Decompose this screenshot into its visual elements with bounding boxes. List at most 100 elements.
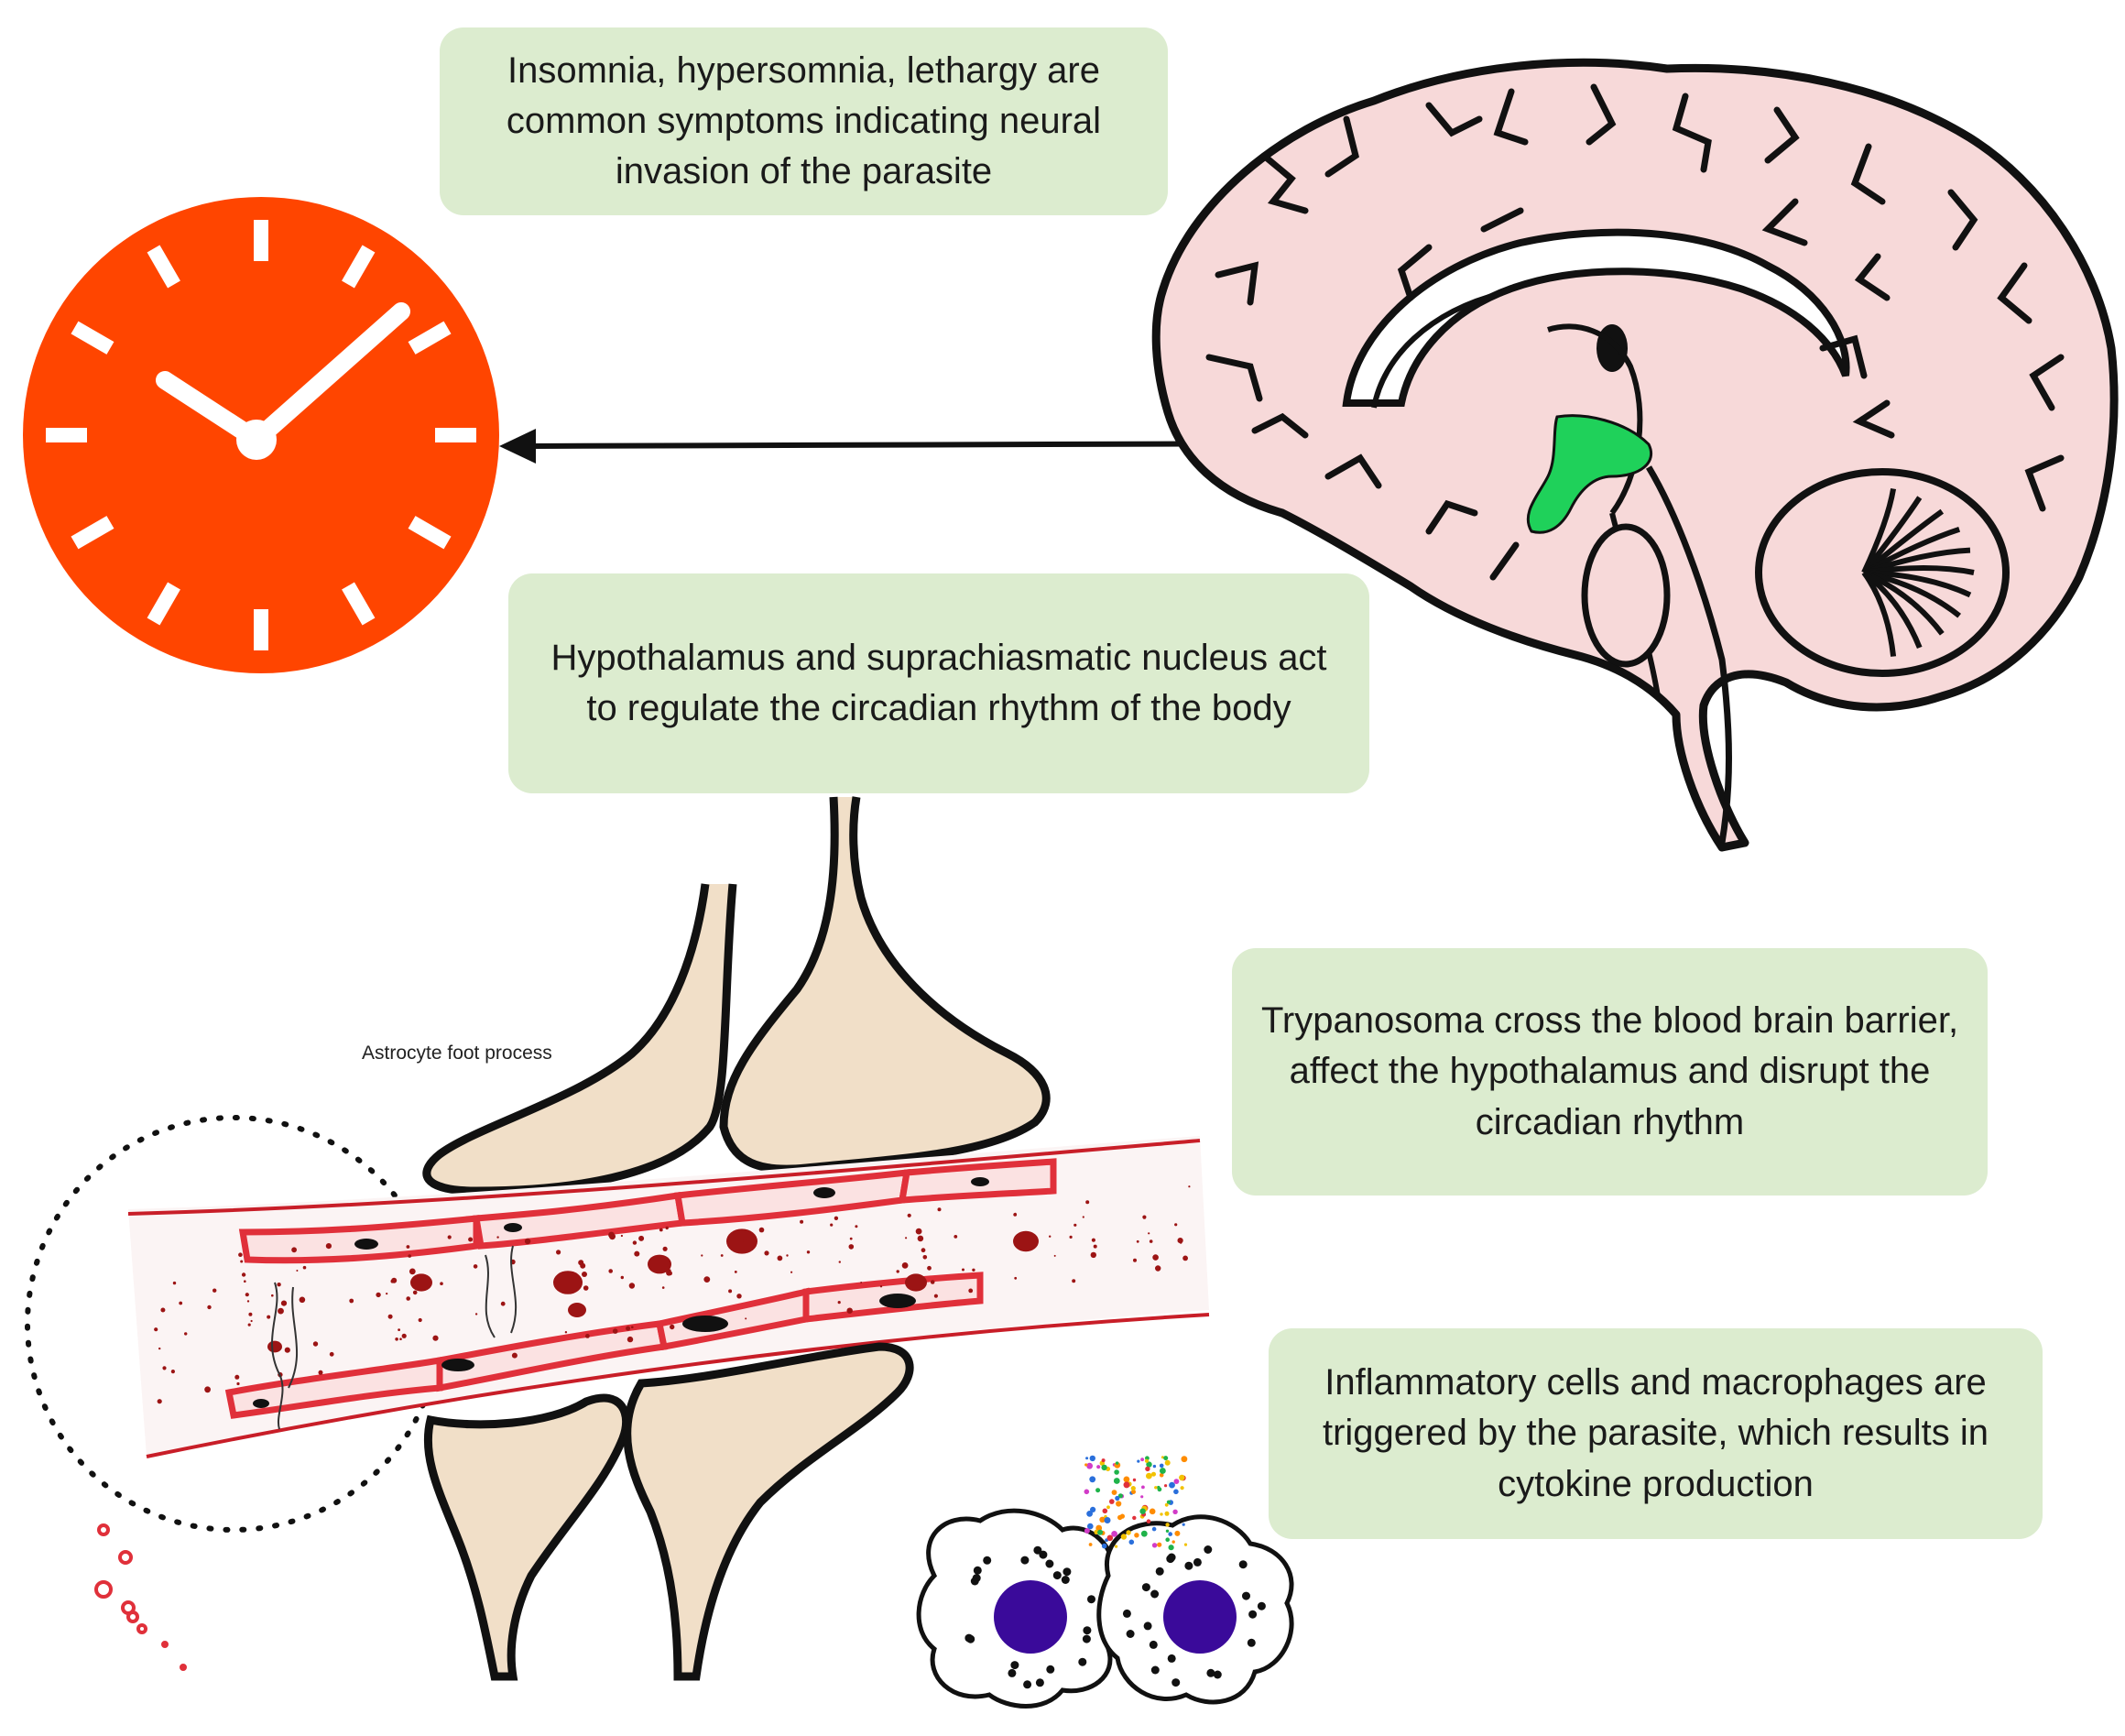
cytokine (1151, 1471, 1156, 1477)
cytokine (1159, 1472, 1164, 1478)
cytokine (1140, 1458, 1144, 1462)
speckle (1069, 1235, 1073, 1239)
clock-tick (408, 516, 452, 550)
speckle (267, 1315, 271, 1319)
cerebellum-fold (1861, 571, 1897, 657)
red-blood-cell (568, 1303, 586, 1317)
cytokine (1090, 1506, 1096, 1512)
speckle (376, 1292, 381, 1298)
cytokine (1163, 1456, 1169, 1461)
granule (1141, 1583, 1150, 1592)
cytokine (1117, 1514, 1123, 1521)
cytokine (1160, 1512, 1163, 1516)
cytokine (1165, 1523, 1170, 1527)
speckle (1174, 1223, 1178, 1227)
speckle (662, 1246, 668, 1251)
cytokine (1087, 1523, 1094, 1530)
speckle (628, 1283, 636, 1289)
granule (972, 1574, 981, 1583)
cytokine (1096, 1465, 1101, 1469)
hypothalamus-highlight (1526, 414, 1652, 534)
granule (1061, 1576, 1070, 1584)
speckle (1090, 1251, 1097, 1259)
granule (1052, 1571, 1062, 1580)
speckle (184, 1332, 188, 1336)
cytokine (1146, 1461, 1152, 1468)
cytokine (1140, 1530, 1148, 1537)
speckle (329, 1351, 334, 1357)
granule (1184, 1561, 1193, 1570)
cytokine (1164, 1502, 1169, 1507)
granule (1155, 1567, 1164, 1576)
speckle (632, 1240, 638, 1245)
cytokine (1144, 1458, 1150, 1463)
cytokine (1161, 1456, 1164, 1459)
speckle (170, 1370, 175, 1374)
speckle (580, 1308, 585, 1314)
granule (1046, 1665, 1055, 1674)
hypothalamus-note-text: Hypothalamus and suprachiasmatic nucleus… (550, 637, 1327, 728)
speckle (395, 1337, 398, 1341)
speckle (848, 1244, 855, 1250)
cytokine (1132, 1515, 1137, 1521)
cytokine (1171, 1540, 1175, 1544)
speckle (1049, 1235, 1052, 1238)
speckle (612, 1328, 618, 1334)
speckle (1182, 1255, 1188, 1261)
cytokine (1169, 1481, 1175, 1489)
speckle (246, 1300, 250, 1303)
cytokine (1149, 1508, 1156, 1515)
speckle (280, 1300, 288, 1306)
speckle (736, 1294, 742, 1299)
speckle (325, 1243, 332, 1250)
cytokine (1101, 1543, 1107, 1549)
speckle (800, 1219, 804, 1224)
cytokine (1123, 1481, 1130, 1489)
cytokine (1181, 1456, 1188, 1463)
cytokine (1114, 1469, 1119, 1475)
speckle (212, 1288, 217, 1293)
cytokine (1104, 1517, 1111, 1523)
speckle (1149, 1239, 1153, 1243)
granule (1045, 1559, 1054, 1568)
hypothalamus-note: Hypothalamus and suprachiasmatic nucleus… (508, 573, 1369, 793)
cytokine (1140, 1495, 1144, 1499)
blood-vessel-icon (127, 1136, 1210, 1458)
granule (1035, 1678, 1044, 1687)
speckle (1148, 1232, 1150, 1235)
speckle (972, 1268, 975, 1272)
speckle (930, 1280, 935, 1284)
speckle (855, 1225, 858, 1228)
speckle (296, 1270, 299, 1272)
cytokine (1111, 1531, 1117, 1537)
cytokine (1179, 1474, 1185, 1481)
speckle (968, 1288, 974, 1294)
granule (1033, 1545, 1042, 1555)
speckle (1085, 1200, 1090, 1205)
cytokine (1132, 1478, 1137, 1482)
cerebellum-fold (1862, 570, 1923, 650)
granule (1206, 1668, 1215, 1677)
clock-minute-hand (247, 302, 410, 449)
speckle (234, 1374, 240, 1380)
speckle (245, 1293, 249, 1297)
speckle (907, 1213, 911, 1217)
speckle (432, 1335, 439, 1341)
cytokine (1164, 1484, 1168, 1488)
clock-tick (71, 516, 114, 550)
speckle (500, 1301, 506, 1306)
granule (1082, 1634, 1091, 1643)
cytokine (1173, 1479, 1180, 1484)
speckle (302, 1265, 307, 1270)
speckle (1072, 1279, 1076, 1283)
speckle (849, 1237, 853, 1240)
granule (1149, 1640, 1158, 1649)
speckle (1093, 1244, 1097, 1249)
cytokine (1131, 1490, 1136, 1494)
cytokine (1165, 1529, 1170, 1534)
speckle (406, 1245, 410, 1249)
cytokine (1111, 1490, 1117, 1495)
cytokine (1115, 1495, 1120, 1501)
speckle (585, 1334, 590, 1338)
speckle (1014, 1276, 1018, 1280)
